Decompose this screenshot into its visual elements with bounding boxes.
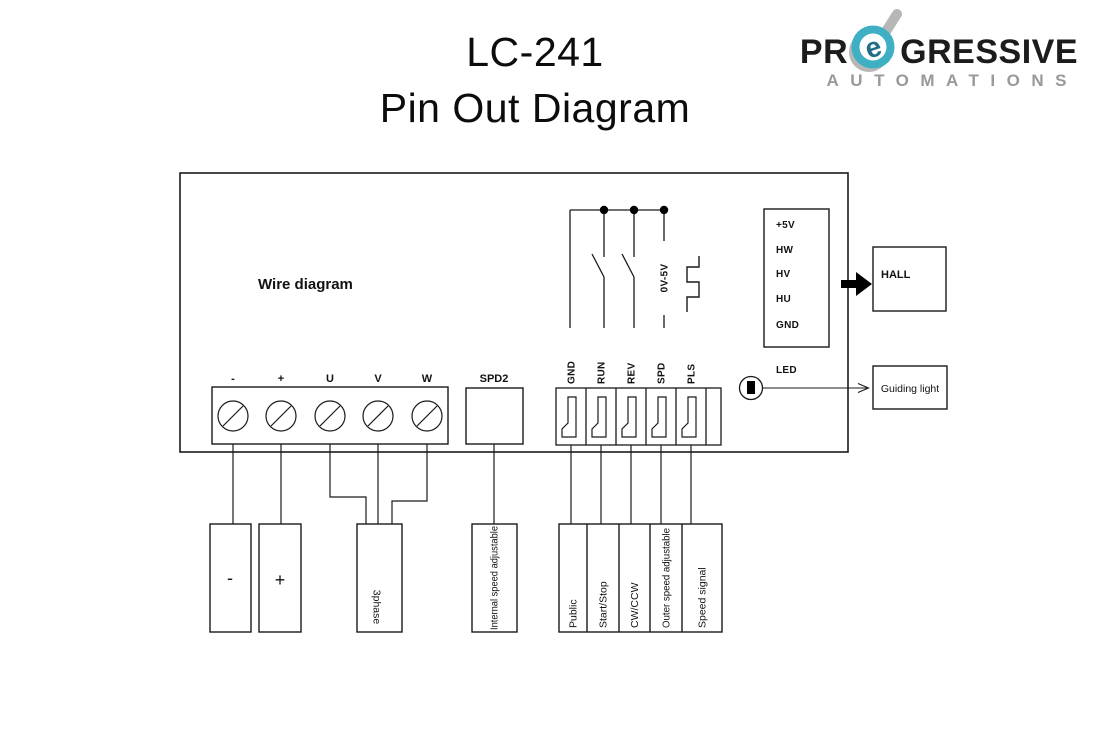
signal-pin-header-outline bbox=[555, 387, 722, 446]
switch-circuit bbox=[569, 205, 669, 328]
terminal-label-u: U bbox=[326, 373, 334, 385]
phase-label: 3phase bbox=[371, 590, 383, 625]
logo-text-suffix: GRESSIVE bbox=[900, 33, 1078, 71]
magnifier-icon: e bbox=[849, 9, 903, 72]
negative-box bbox=[209, 523, 252, 633]
page-title-subtitle: Pin Out Diagram bbox=[379, 85, 691, 131]
terminal-labels: - + U V W bbox=[231, 373, 433, 385]
hall-pin-hw: HW bbox=[776, 245, 794, 256]
function-box-outline bbox=[558, 523, 723, 633]
controller-board-outline bbox=[179, 172, 849, 453]
signal-pin-header bbox=[555, 387, 722, 446]
negative-label: - bbox=[227, 568, 233, 588]
internal-speed-box bbox=[471, 523, 518, 633]
function-label-outer-speed: Outer speed adjustable bbox=[661, 528, 673, 628]
magnifier-lens bbox=[851, 25, 895, 69]
guiding-light-box bbox=[872, 365, 948, 410]
magnifier-handle bbox=[880, 9, 903, 38]
terminal-label-minus: - bbox=[231, 373, 235, 385]
pin-contact-icons bbox=[561, 396, 697, 438]
terminal-label-w: W bbox=[422, 373, 433, 385]
terminal-label-v: V bbox=[374, 373, 382, 385]
guiding-light-label: Guiding light bbox=[881, 383, 939, 395]
external-wires bbox=[232, 444, 692, 524]
spd2-connector bbox=[465, 387, 524, 445]
hall-pin-hu: HU bbox=[776, 294, 791, 305]
hall-pin-5v: +5V bbox=[776, 220, 795, 231]
bottom-boxes bbox=[209, 523, 723, 633]
hall-label: HALL bbox=[881, 269, 911, 281]
spd2-label: SPD2 bbox=[480, 373, 509, 385]
pin-label-pls: PLS bbox=[687, 364, 698, 384]
led-indicator-icon bbox=[738, 375, 764, 401]
pulse-waveform-icon bbox=[686, 256, 700, 312]
hall-arrow-icon bbox=[841, 272, 872, 296]
pin-label-run: RUN bbox=[597, 361, 608, 384]
signal-pin-labels: GND RUN REV SPD PLS bbox=[567, 361, 698, 384]
function-label-public: Public bbox=[568, 599, 580, 628]
led-label: LED bbox=[776, 365, 797, 376]
function-box bbox=[558, 523, 723, 633]
function-label-speed-signal: Speed signal bbox=[697, 567, 709, 628]
brand-logo-wordmark: PR e GRESSIVE bbox=[776, 8, 1078, 72]
hall-pin-labels: +5V HW HV HU GND bbox=[776, 220, 799, 331]
signal-range-label: 0V-5V bbox=[660, 264, 671, 293]
brand-logo: PR e GRESSIVE AUTOMATIONS bbox=[776, 8, 1078, 91]
pin-label-spd: SPD bbox=[657, 363, 668, 384]
positive-box bbox=[258, 523, 302, 633]
function-label-startstop: Start/Stop bbox=[598, 581, 610, 628]
led-arrowhead bbox=[857, 382, 870, 394]
function-labels: Public Start/Stop CW/CCW Outer speed adj… bbox=[568, 528, 709, 628]
hall-pin-block bbox=[763, 208, 830, 348]
logo-subtext: AUTOMATIONS bbox=[826, 71, 1078, 90]
terminal-block bbox=[211, 386, 449, 445]
hall-pin-hv: HV bbox=[776, 269, 791, 280]
internal-speed-label: Internal speed adjustable bbox=[489, 526, 501, 630]
phase-box bbox=[356, 523, 403, 633]
page-title-model: LC-241 bbox=[466, 29, 604, 75]
positive-label: + bbox=[275, 570, 286, 590]
logo-text-prefix: PR bbox=[799, 33, 849, 71]
screw-terminal-icons bbox=[217, 400, 443, 432]
function-label-cwccw: CW/CCW bbox=[629, 582, 641, 628]
terminal-label-plus: + bbox=[278, 373, 284, 385]
pin-label-gnd: GND bbox=[567, 361, 578, 384]
junction-dots bbox=[599, 205, 669, 215]
hall-pin-gnd: GND bbox=[776, 320, 799, 331]
page-title: LC-241 Pin Out Diagram bbox=[235, 24, 835, 136]
hall-box bbox=[872, 246, 947, 312]
pin-label-rev: REV bbox=[627, 363, 638, 384]
board-label: Wire diagram bbox=[258, 276, 353, 293]
